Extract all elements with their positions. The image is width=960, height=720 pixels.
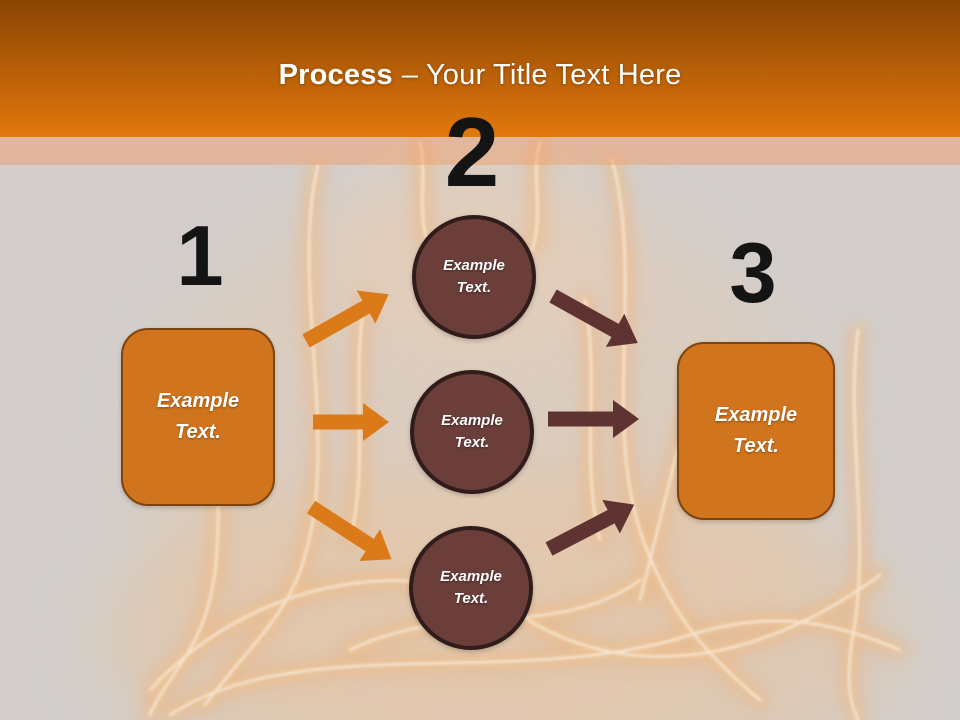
process-circle-middle: Example Text. [410, 370, 534, 494]
process-circle-top-label: Example Text. [443, 256, 505, 297]
process-circle-top: Example Text. [412, 215, 536, 339]
process-circle-bottom-label: Example Text. [440, 567, 502, 608]
step-number-3: 3 [729, 226, 777, 321]
title-keyword: Process [278, 59, 393, 91]
header-accent-band [0, 137, 960, 165]
process-circle-middle-label: Example Text. [441, 411, 503, 452]
process-box-right-label: Example Text. [714, 404, 798, 457]
process-box-left: Example Text. [121, 328, 275, 506]
step-number-1: 1 [176, 209, 224, 304]
slide-header: Process– Your Title Text Here [0, 0, 960, 137]
title-subtitle: – Your Title Text Here [401, 59, 682, 91]
step-number-2: 2 [444, 97, 500, 207]
process-circle-bottom: Example Text. [409, 526, 533, 650]
process-box-left-label: Example Text. [156, 390, 240, 443]
process-box-right: Example Text. [677, 342, 835, 520]
slide-title: Process– Your Title Text Here [279, 45, 682, 92]
